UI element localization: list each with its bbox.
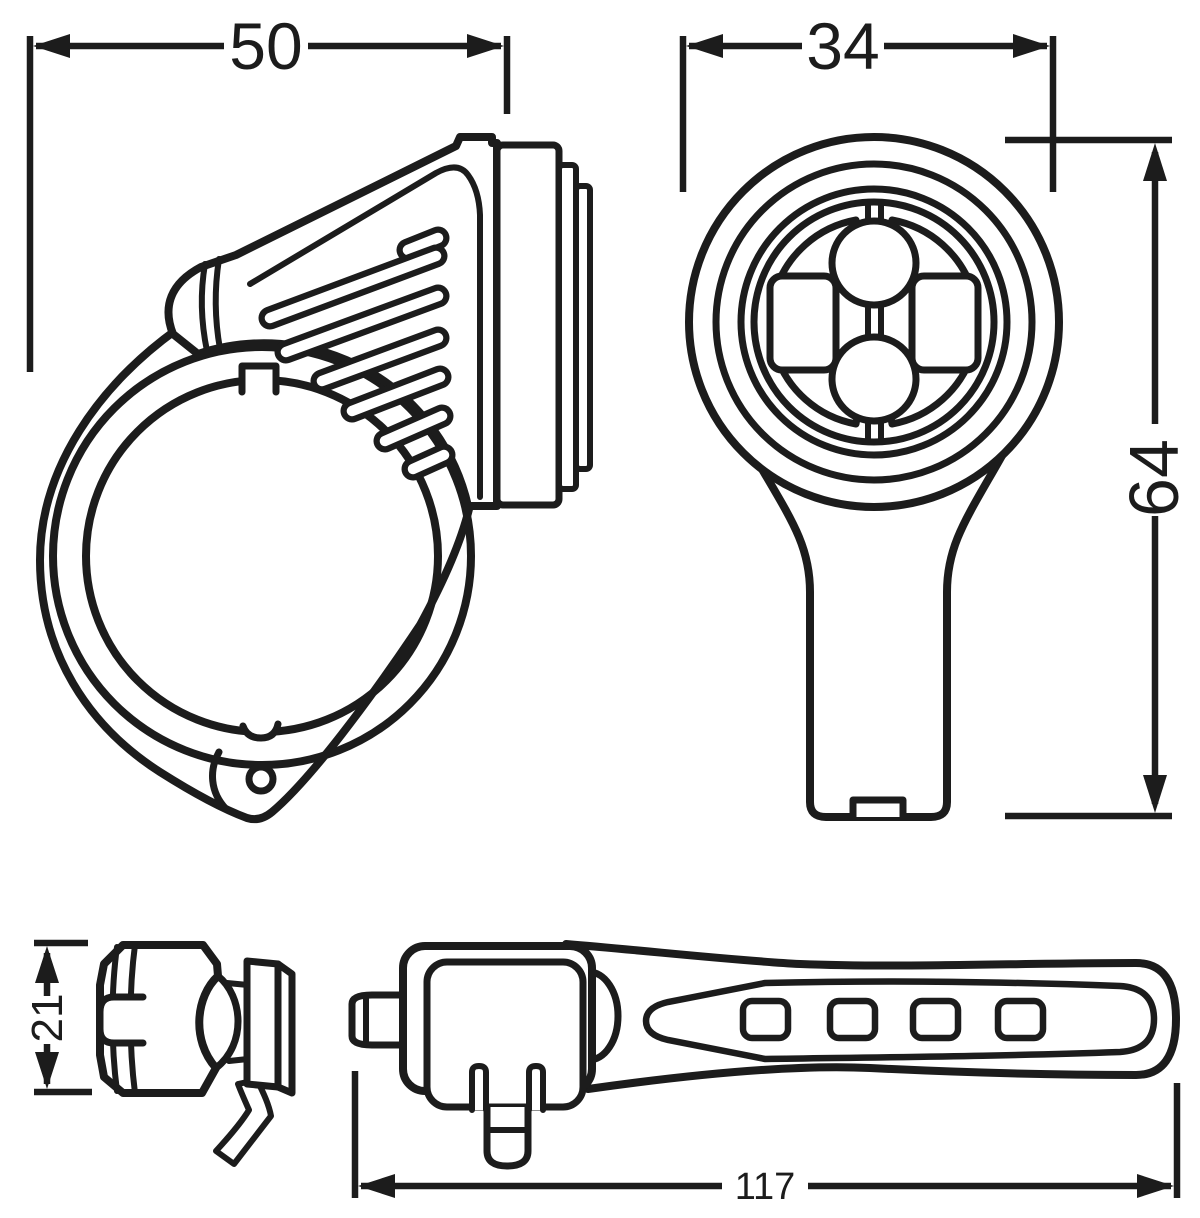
arrowhead-down-icon [1143, 775, 1167, 813]
head-ring-4 [750, 198, 998, 446]
lamp-body [164, 133, 593, 510]
led-lens-top [828, 217, 920, 309]
led-lens-bottom [828, 333, 920, 425]
arrowhead-up-icon [35, 946, 59, 983]
arrowhead-left-icon [358, 1174, 395, 1198]
bezel-line [247, 164, 483, 500]
dimension-strap-length: 117 [351, 1071, 1181, 1208]
strap-hole [739, 997, 792, 1042]
strap-hole [826, 997, 879, 1042]
lens-dome-arc [212, 972, 242, 1072]
strap-outline [562, 940, 1180, 1093]
stem-notch [849, 796, 907, 821]
body-seam-2 [212, 256, 223, 352]
dim-label-21: 21 [23, 994, 72, 1043]
head-ring-2 [712, 160, 1036, 484]
top-view-body [96, 941, 296, 1167]
mount-plate-side [274, 960, 296, 1097]
arrowhead-left-icon [686, 34, 723, 58]
dimension-front-width: 34 [679, 9, 1057, 192]
ring-top-tab [238, 362, 280, 396]
back-cap-3 [573, 183, 593, 472]
front-stem [744, 441, 1012, 821]
back-cap-1 [493, 141, 563, 509]
clamp-ring [36, 326, 475, 824]
strap-side-view: 117 [348, 940, 1181, 1208]
arrowhead-down-icon [35, 1052, 59, 1089]
clip-slot-right [526, 1063, 546, 1113]
dimension-front-height: 64 [1005, 136, 1193, 820]
body-face-plate [423, 958, 587, 1111]
dim-label-64: 64 [1115, 439, 1193, 517]
optic-structure [766, 200, 982, 444]
mount-plate-front [243, 957, 282, 1091]
dim-label-117: 117 [735, 1166, 796, 1208]
arrowhead-right-icon [1137, 1174, 1174, 1198]
strap-hole [994, 997, 1047, 1042]
arrowhead-right-icon [467, 34, 504, 58]
dim-label-34: 34 [806, 9, 879, 83]
front-head [685, 133, 1063, 511]
strap-inner-recess [642, 978, 1158, 1063]
head-ring-3 [737, 185, 1011, 459]
arrowhead-right-icon [1013, 34, 1050, 58]
ring-circle-outer [49, 343, 475, 769]
optic-rect-left [766, 272, 840, 374]
front-view: 34 64 [679, 9, 1193, 821]
dim-label-50: 50 [229, 9, 302, 83]
arrowhead-up-icon [1143, 143, 1167, 181]
ring-bottom-notch [239, 720, 282, 742]
strap-view-body [348, 942, 622, 1170]
optic-rect-right [908, 272, 982, 374]
ring-flange-edge [209, 748, 230, 813]
strap-hole [909, 997, 962, 1042]
strap [562, 940, 1180, 1093]
cable [213, 1077, 274, 1167]
clamp-slot-tab [96, 993, 147, 1047]
clip-slot-left [469, 1063, 489, 1113]
bolt-hole [245, 763, 277, 795]
top-view: 21 [23, 939, 296, 1167]
dimension-top-height: 21 [23, 939, 92, 1096]
side-view: 50 [26, 9, 593, 824]
dimension-side-width: 50 [26, 9, 511, 372]
body-seam-1 [198, 261, 210, 354]
vent-slats [258, 226, 456, 481]
arrowhead-left-icon [33, 34, 70, 58]
hanging-tongue [483, 1103, 532, 1170]
